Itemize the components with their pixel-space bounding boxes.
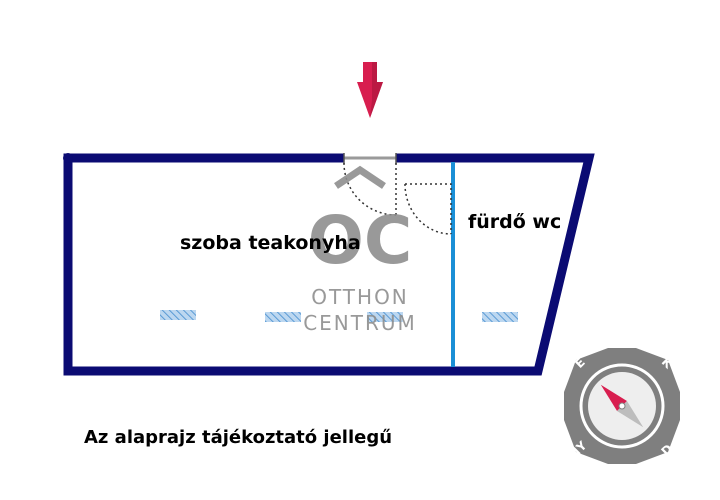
window-1	[160, 310, 196, 320]
room-label-bathroom: fürdő wc	[468, 211, 561, 233]
window-3	[367, 312, 403, 322]
watermark: OC OTTHON CENTRUM	[303, 165, 417, 335]
bathroom-door-swing	[404, 183, 452, 235]
room-label-living: szoba teakonyha	[180, 232, 361, 254]
entry-arrow-icon	[357, 62, 383, 118]
compass-icon: É K D NY	[564, 348, 680, 464]
watermark-monogram: OC	[308, 202, 413, 279]
entry-door-swing	[343, 162, 397, 216]
disclaimer-note: Az alaprajz tájékoztató jellegű	[84, 427, 392, 448]
watermark-line1: OTTHON	[311, 285, 409, 309]
window-4	[482, 312, 518, 322]
watermark-chevron-icon	[334, 165, 386, 189]
outer-walls	[63, 153, 595, 376]
watermark-line2: CENTRUM	[303, 311, 417, 335]
window-2	[265, 312, 301, 322]
